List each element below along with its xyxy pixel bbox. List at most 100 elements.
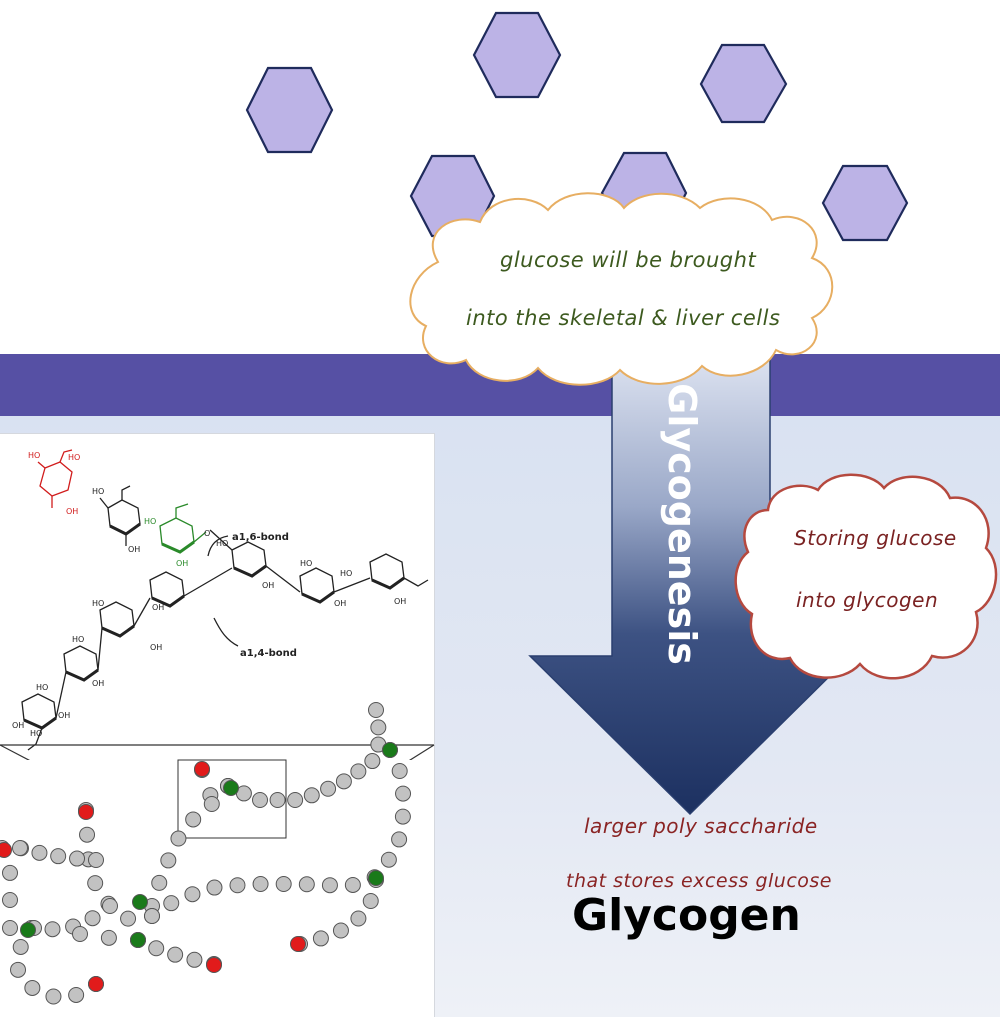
label-ho: HO (216, 539, 228, 548)
glucose-hexagon (472, 11, 562, 99)
chain-residue (120, 910, 137, 927)
label-oh: OH (262, 581, 274, 590)
chain-residue (321, 877, 338, 894)
chain-residue (312, 930, 329, 947)
terminal-residue (78, 804, 94, 820)
chain-residue (160, 852, 177, 869)
glycogen-bead-model (0, 702, 412, 1005)
chemical-structure: HO HO OH HO OH HO OH O OH HO OH HO OH HO… (0, 449, 435, 760)
label-oh: OH (334, 599, 346, 608)
label-oh: OH (150, 643, 162, 652)
storing-note-line1: Storing glucose (794, 526, 957, 550)
label-oh: OH (394, 597, 406, 606)
label-oh: OH (128, 545, 140, 554)
label-ho: HO (68, 453, 80, 462)
glucose-intake-cloud (409, 192, 834, 386)
chain-residue (2, 892, 18, 908)
label-ho: HO (144, 517, 156, 526)
terminal-residue (290, 936, 306, 952)
alpha16-bond-label: a1,6-bond (232, 532, 289, 543)
chain-residue (170, 830, 187, 847)
chain-residue (2, 920, 18, 936)
chain-residue (394, 808, 411, 825)
chain-residue (45, 988, 62, 1005)
chain-residue (203, 796, 220, 813)
chain-residue (395, 785, 412, 802)
chain-residue (303, 787, 320, 804)
chain-residue (144, 908, 160, 924)
chain-residue (364, 753, 381, 770)
chain-residue (72, 926, 88, 942)
chain-residue (287, 792, 304, 808)
chain-residue (185, 811, 202, 828)
chain-residue (31, 844, 48, 861)
chain-residue (362, 893, 379, 910)
chain-residue (350, 763, 367, 780)
chain-residue (206, 879, 223, 896)
glucose-intake-note-line2: into the skeletal & liver cells (466, 306, 781, 330)
branch-residue (20, 922, 36, 938)
label-oh: OH (152, 603, 164, 612)
label-ho: HO (340, 569, 352, 578)
chain-residue (102, 898, 118, 914)
label-ho: HO (72, 635, 84, 644)
label-oh: OH (66, 507, 78, 516)
chain-residue (84, 910, 101, 927)
label-oh: OH (92, 679, 104, 688)
chain-residue (332, 922, 349, 939)
chain-residue (344, 876, 361, 893)
terminal-residue (194, 761, 210, 777)
chain-residue (151, 874, 168, 891)
label-ho: HO (36, 683, 48, 692)
branch-residue (132, 894, 148, 910)
chain-residue (252, 876, 269, 892)
chain-residue (350, 910, 367, 927)
chain-residue (186, 951, 203, 968)
chain-residue (368, 702, 384, 718)
chain-residue (68, 986, 85, 1003)
chain-residue (391, 831, 408, 848)
chain-residue (100, 929, 117, 946)
glucose-hexagon (821, 164, 909, 242)
label-oh: OH (12, 721, 24, 730)
chain-residue (12, 840, 28, 856)
chain-residue (69, 850, 86, 867)
glucose-hexagon (245, 66, 334, 154)
branch-residue (382, 742, 398, 758)
chain-residue (2, 864, 18, 881)
branch-residue (223, 780, 239, 796)
chain-residue (320, 780, 337, 797)
chain-residue (269, 792, 286, 808)
chain-residue (184, 886, 201, 903)
chain-residue (335, 773, 352, 790)
chain-residue (298, 876, 315, 893)
label-ho: HO (30, 729, 42, 738)
chain-residue (10, 961, 27, 978)
chain-residue (370, 719, 387, 736)
label-oh: OH (176, 559, 188, 568)
label-ho: HO (28, 451, 40, 460)
polysaccharide-note-line2: that stores excess glucose (566, 870, 832, 892)
zoom-box (177, 759, 287, 839)
chain-residue (252, 792, 269, 808)
chain-residue (44, 921, 61, 938)
glycogen-title: Glycogen (572, 890, 801, 941)
chain-residue (79, 826, 96, 843)
storing-note-line2: into glycogen (796, 588, 939, 612)
label-oh: OH (58, 711, 70, 720)
chain-residue (380, 851, 397, 868)
label-ho: HO (92, 487, 104, 496)
chain-residue (163, 895, 180, 912)
chain-residue (88, 852, 104, 868)
terminal-residue (88, 976, 104, 992)
label-ho: HO (300, 559, 312, 568)
branch-residue (368, 870, 384, 886)
glucose-intake-note-line1: glucose will be brought (500, 248, 757, 272)
chain-residue (148, 940, 165, 957)
glucose-hexagon (699, 43, 788, 124)
chain-residue (50, 848, 67, 865)
chain-residue (167, 946, 184, 963)
label-o: O (204, 529, 210, 538)
